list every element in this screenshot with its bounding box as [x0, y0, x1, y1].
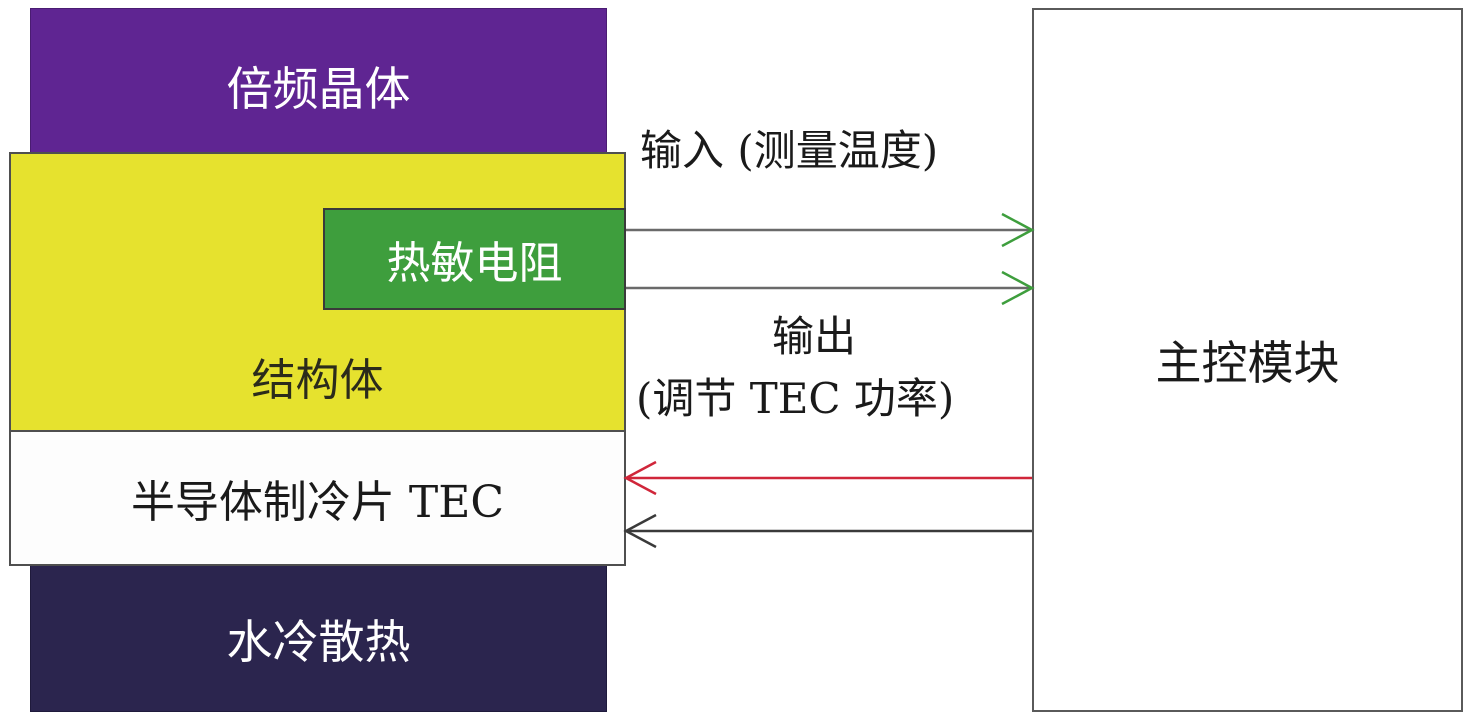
crystal-label: 倍频晶体 — [226, 62, 411, 116]
main-module-label: 主控模块 — [1155, 336, 1340, 390]
input-arrow-upper — [626, 212, 1035, 248]
output-signal-label: 输出 — [772, 312, 857, 361]
main-module-block: 主控模块 — [1032, 8, 1463, 712]
water-cooling-block: 水冷散热 — [30, 560, 607, 712]
input-signal-label: 输入 (测量温度) — [640, 126, 939, 175]
output-signal-detail-label: (调节 TEC 功率) — [636, 374, 955, 423]
input-arrow-lower — [626, 270, 1035, 306]
crystal-block: 倍频晶体 — [30, 8, 607, 158]
thermistor-label: 热敏电阻 — [386, 238, 563, 289]
structure-label: 结构体 — [251, 355, 384, 406]
tec-label: 半导体制冷片 TEC — [130, 477, 505, 528]
output-arrow-red — [623, 460, 1032, 496]
output-arrow-dark — [623, 513, 1032, 549]
water-cooling-label: 水冷散热 — [226, 615, 411, 669]
thermistor-block: 热敏电阻 — [323, 208, 626, 310]
tec-block: 半导体制冷片 TEC — [9, 430, 626, 566]
